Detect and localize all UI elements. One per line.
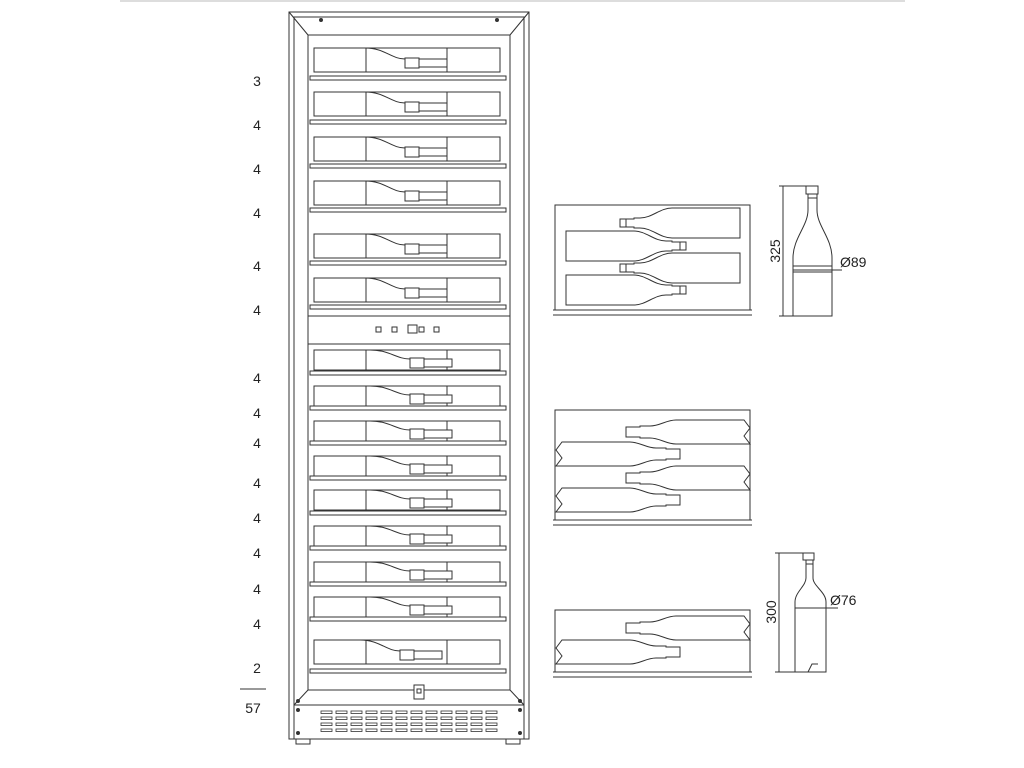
- vent-slot: [485, 716, 498, 720]
- vent-slot: [485, 710, 498, 714]
- vent-slot: [320, 722, 333, 726]
- shelf-capacity-label: 4: [253, 161, 261, 177]
- vent-slot: [380, 728, 393, 732]
- vent-slot: [425, 710, 438, 714]
- vent-slot: [440, 728, 453, 732]
- vent-slot: [425, 722, 438, 726]
- shelf-detail-large: [553, 204, 752, 316]
- vent-slot: [470, 728, 483, 732]
- shelf-detail-small: [553, 609, 752, 678]
- shelf: [309, 91, 507, 125]
- shelf-capacity-label: 3: [253, 73, 261, 89]
- vent-slot: [365, 728, 378, 732]
- bottle-large-height: 325: [767, 239, 783, 263]
- shelf-capacity-label: 4: [253, 370, 261, 386]
- shelf: [309, 420, 507, 446]
- shelf: [309, 639, 507, 674]
- vent-slot: [410, 722, 423, 726]
- shelf-capacity-label: 4: [253, 205, 261, 221]
- total-capacity: 57: [245, 700, 261, 716]
- vent-slot: [455, 722, 468, 726]
- shelf: [309, 233, 507, 266]
- vent-slot: [365, 710, 378, 714]
- vent-slot: [440, 710, 453, 714]
- base-vent: [320, 710, 498, 732]
- vent-slot: [350, 716, 363, 720]
- vent-slot: [455, 728, 468, 732]
- vent-slot: [335, 722, 348, 726]
- vent-slot: [380, 710, 393, 714]
- shelf-capacity-label: 4: [253, 581, 261, 597]
- shelf-capacity-label: 2: [253, 660, 261, 676]
- bottle-small-height: 300: [763, 600, 779, 624]
- shelf: [309, 47, 507, 81]
- vent-slot: [350, 710, 363, 714]
- shelf-capacity-label: 4: [253, 510, 261, 526]
- vent-slot: [395, 710, 408, 714]
- vent-slot: [380, 722, 393, 726]
- control-panel: [308, 315, 510, 345]
- bottle-large-dimensions: [779, 185, 842, 317]
- vent-slot: [395, 722, 408, 726]
- shelf-detail-medium: [553, 409, 752, 526]
- shelf-capacity-label: 4: [253, 117, 261, 133]
- bottle-large-diameter: Ø89: [840, 254, 867, 270]
- vent-slot: [350, 728, 363, 732]
- shelf: [309, 561, 507, 587]
- vent-slot: [365, 722, 378, 726]
- lock-icon: [413, 684, 425, 700]
- vent-slot: [485, 728, 498, 732]
- shelf-stack: [309, 47, 507, 674]
- vent-slot: [440, 716, 453, 720]
- vent-slot: [335, 716, 348, 720]
- shelf-capacity-label: 4: [253, 475, 261, 491]
- shelf-capacity-label: 4: [253, 258, 261, 274]
- vent-slot: [455, 716, 468, 720]
- shelf-capacity-column: 3 4 4 4 4 4 4 4 4 4 4 4 4 4 2: [253, 73, 261, 676]
- vent-slot: [470, 716, 483, 720]
- shelf: [309, 455, 507, 481]
- vent-slot: [395, 728, 408, 732]
- shelf: [309, 180, 507, 213]
- vent-slot: [410, 728, 423, 732]
- vent-slot: [410, 716, 423, 720]
- vent-slot: [320, 710, 333, 714]
- vent-slot: [335, 710, 348, 714]
- shelf: [309, 277, 507, 310]
- vent-slot: [485, 722, 498, 726]
- vent-slot: [410, 710, 423, 714]
- shelf: [309, 525, 507, 551]
- vent-slot: [320, 716, 333, 720]
- vent-slot: [335, 728, 348, 732]
- vent-slot: [320, 728, 333, 732]
- shelf-capacity-label: 4: [253, 302, 261, 318]
- shelf-capacity-label: 4: [253, 616, 261, 632]
- vent-slot: [380, 716, 393, 720]
- shelf-capacity-label: 4: [253, 405, 261, 421]
- vent-slot: [425, 716, 438, 720]
- shelf: [309, 385, 507, 411]
- vent-slot: [470, 710, 483, 714]
- shelf: [309, 596, 507, 622]
- vent-slot: [350, 722, 363, 726]
- vent-slot: [470, 722, 483, 726]
- vent-slot: [455, 710, 468, 714]
- shelf: [309, 349, 507, 376]
- bottle-large-icon: [792, 185, 833, 317]
- shelf: [309, 136, 507, 169]
- vent-slot: [365, 716, 378, 720]
- bottle-small-dimensions: [775, 552, 838, 673]
- vent-slot: [425, 728, 438, 732]
- shelf: [309, 489, 507, 516]
- bottle-small-diameter: Ø76: [830, 592, 857, 608]
- vent-slot: [395, 716, 408, 720]
- shelf-capacity-label: 4: [253, 545, 261, 561]
- shelf-capacity-label: 4: [253, 435, 261, 451]
- bottle-small-icon: [794, 552, 827, 673]
- vent-slot: [440, 722, 453, 726]
